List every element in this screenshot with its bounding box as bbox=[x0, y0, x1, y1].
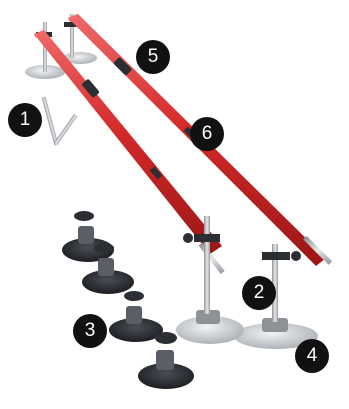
badge-4: 4 bbox=[295, 339, 329, 373]
plate-stand-right bbox=[234, 244, 318, 349]
suction-cup-2 bbox=[82, 243, 134, 294]
badge-5: 5 bbox=[136, 40, 170, 74]
loose-pins bbox=[41, 96, 78, 146]
badge-3: 3 bbox=[73, 314, 107, 348]
badge-2: 2 bbox=[242, 276, 276, 310]
plate-stand-middle bbox=[176, 216, 244, 344]
suction-cup-1 bbox=[62, 211, 114, 262]
base-plate-far-right bbox=[63, 14, 97, 64]
badge-1: 1 bbox=[8, 103, 42, 137]
suction-cup-4 bbox=[138, 332, 194, 389]
rail-front bbox=[34, 30, 225, 275]
suction-cup-3 bbox=[109, 291, 163, 342]
badge-6: 6 bbox=[190, 117, 224, 151]
